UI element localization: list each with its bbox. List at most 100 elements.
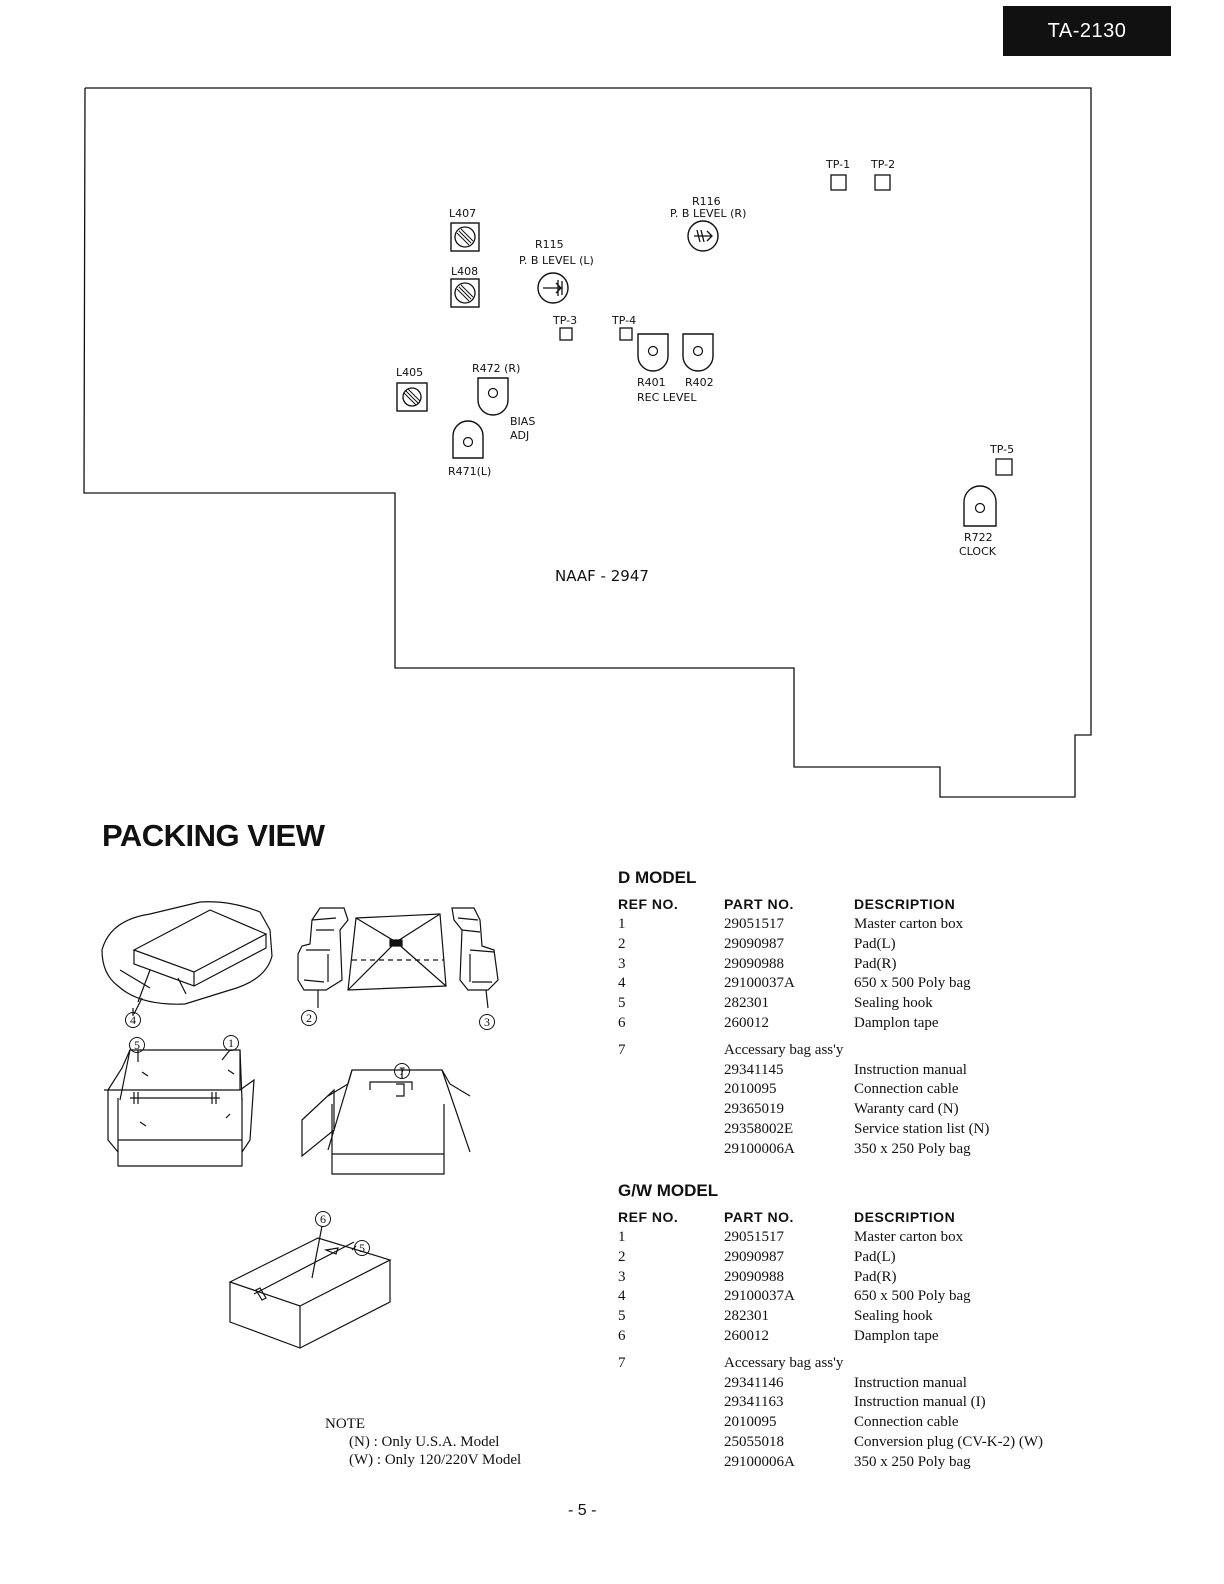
packing-view-illustration: 4 2 3 5 1 7 6 5 — [101, 901, 499, 1349]
l405-label: L405 — [396, 366, 423, 379]
r472-trimmer-icon — [477, 377, 509, 416]
unit-between-pads-illustration — [347, 913, 447, 991]
r471-label: R471(L) — [448, 465, 491, 478]
tp4-label: TP-4 — [611, 314, 636, 327]
ref-no-header: REF NO. — [618, 896, 679, 912]
test-point-tp1: TP-1 — [825, 158, 850, 191]
gw-model-parts-table: G/W MODEL REF NO. PART NO. DESCRIPTION 1… — [618, 1181, 1198, 1473]
callout-5-top: 5 — [129, 1037, 145, 1053]
r116-label: R116 — [692, 195, 721, 208]
svg-text:6: 6 — [320, 1212, 326, 1226]
pad-left-illustration — [297, 907, 349, 1008]
note-line-n: (N) : Only U.S.A. Model — [349, 1434, 500, 1450]
r472-label: R472 (R) — [472, 362, 520, 375]
callout-6: 6 — [315, 1211, 331, 1227]
pad-right-illustration — [451, 907, 499, 1009]
master-carton-open-illustration — [104, 1049, 255, 1167]
pcb-adjustment-diagram: TP-1 TP-2 TP-3 TP-4 TP-5 R116 P. B LEVEL… — [83, 87, 1092, 798]
test-point-tp5: TP-5 — [989, 443, 1014, 476]
r722-trimmer-icon — [963, 485, 997, 527]
d-model-title: D MODEL — [618, 868, 697, 887]
description-header: DESCRIPTION — [854, 896, 956, 912]
sealed-carton-illustration — [228, 1237, 392, 1349]
svg-text:5: 5 — [134, 1038, 140, 1052]
r115-function-label: P. B LEVEL (L) — [519, 254, 594, 267]
rec-level-label: REC LEVEL — [637, 391, 697, 404]
svg-text:7: 7 — [399, 1064, 405, 1078]
r722-label: R722 — [964, 531, 993, 544]
adj-label: ADJ — [510, 429, 529, 442]
r471-trimmer-icon — [452, 420, 484, 459]
board-outline — [83, 87, 1092, 798]
r402-trimmer-icon — [682, 333, 714, 372]
r115-trimmer-icon — [537, 272, 569, 304]
svg-text:4: 4 — [130, 1013, 136, 1027]
test-point-tp3: TP-3 — [552, 314, 577, 341]
svg-text:5: 5 — [359, 1241, 365, 1255]
l405-coil-icon — [396, 382, 428, 412]
model-number-tag: TA-2130 — [1003, 6, 1171, 56]
part-no-header: PART NO. — [724, 1209, 794, 1225]
clock-label: CLOCK — [959, 545, 997, 558]
test-point-tp2: TP-2 — [870, 158, 895, 191]
tp5-label: TP-5 — [989, 443, 1014, 456]
note-line-w: (W) : Only 120/220V Model — [349, 1452, 522, 1468]
poly-bag-unit-illustration — [101, 901, 273, 1015]
callout-4: 4 — [125, 1012, 141, 1028]
bias-label: BIAS — [510, 415, 535, 428]
gw-model-header-row: REF NO. PART NO. DESCRIPTION — [618, 1209, 1198, 1228]
test-point-tp4: TP-4 — [611, 314, 636, 341]
carton-accessory-bag-illustration — [301, 1069, 471, 1175]
l408-coil-icon — [450, 278, 480, 308]
packing-view-title: PACKING VIEW — [102, 818, 325, 853]
l408-label: L408 — [451, 265, 478, 278]
callout-1: 1 — [223, 1035, 239, 1051]
callout-3: 3 — [479, 1014, 495, 1030]
r401-label: R401 — [637, 376, 666, 389]
page-number: - 5 - — [568, 1502, 597, 1519]
svg-text:1: 1 — [228, 1036, 234, 1050]
tp1-label: TP-1 — [825, 158, 850, 171]
tp2-label: TP-2 — [870, 158, 895, 171]
r116-function-label: P. B LEVEL (R) — [670, 207, 746, 220]
callout-2: 2 — [301, 1010, 317, 1026]
d-model-header-row: REF NO. PART NO. DESCRIPTION — [618, 896, 1198, 915]
r115-label: R115 — [535, 238, 564, 251]
svg-text:3: 3 — [484, 1015, 490, 1029]
packing-note: NOTE (N) : Only U.S.A. Model (W) : Only … — [325, 1415, 521, 1469]
callout-7: 7 — [394, 1063, 410, 1079]
gw-model-title: G/W MODEL — [618, 1181, 719, 1200]
note-title: NOTE — [325, 1416, 365, 1432]
svg-text:2: 2 — [306, 1011, 312, 1025]
ref-no-header: REF NO. — [618, 1209, 679, 1225]
part-no-header: PART NO. — [724, 896, 794, 912]
l407-coil-icon — [450, 222, 480, 252]
r402-label: R402 — [685, 376, 714, 389]
r116-trimmer-icon — [687, 220, 719, 252]
callout-5-bottom: 5 — [354, 1240, 370, 1256]
